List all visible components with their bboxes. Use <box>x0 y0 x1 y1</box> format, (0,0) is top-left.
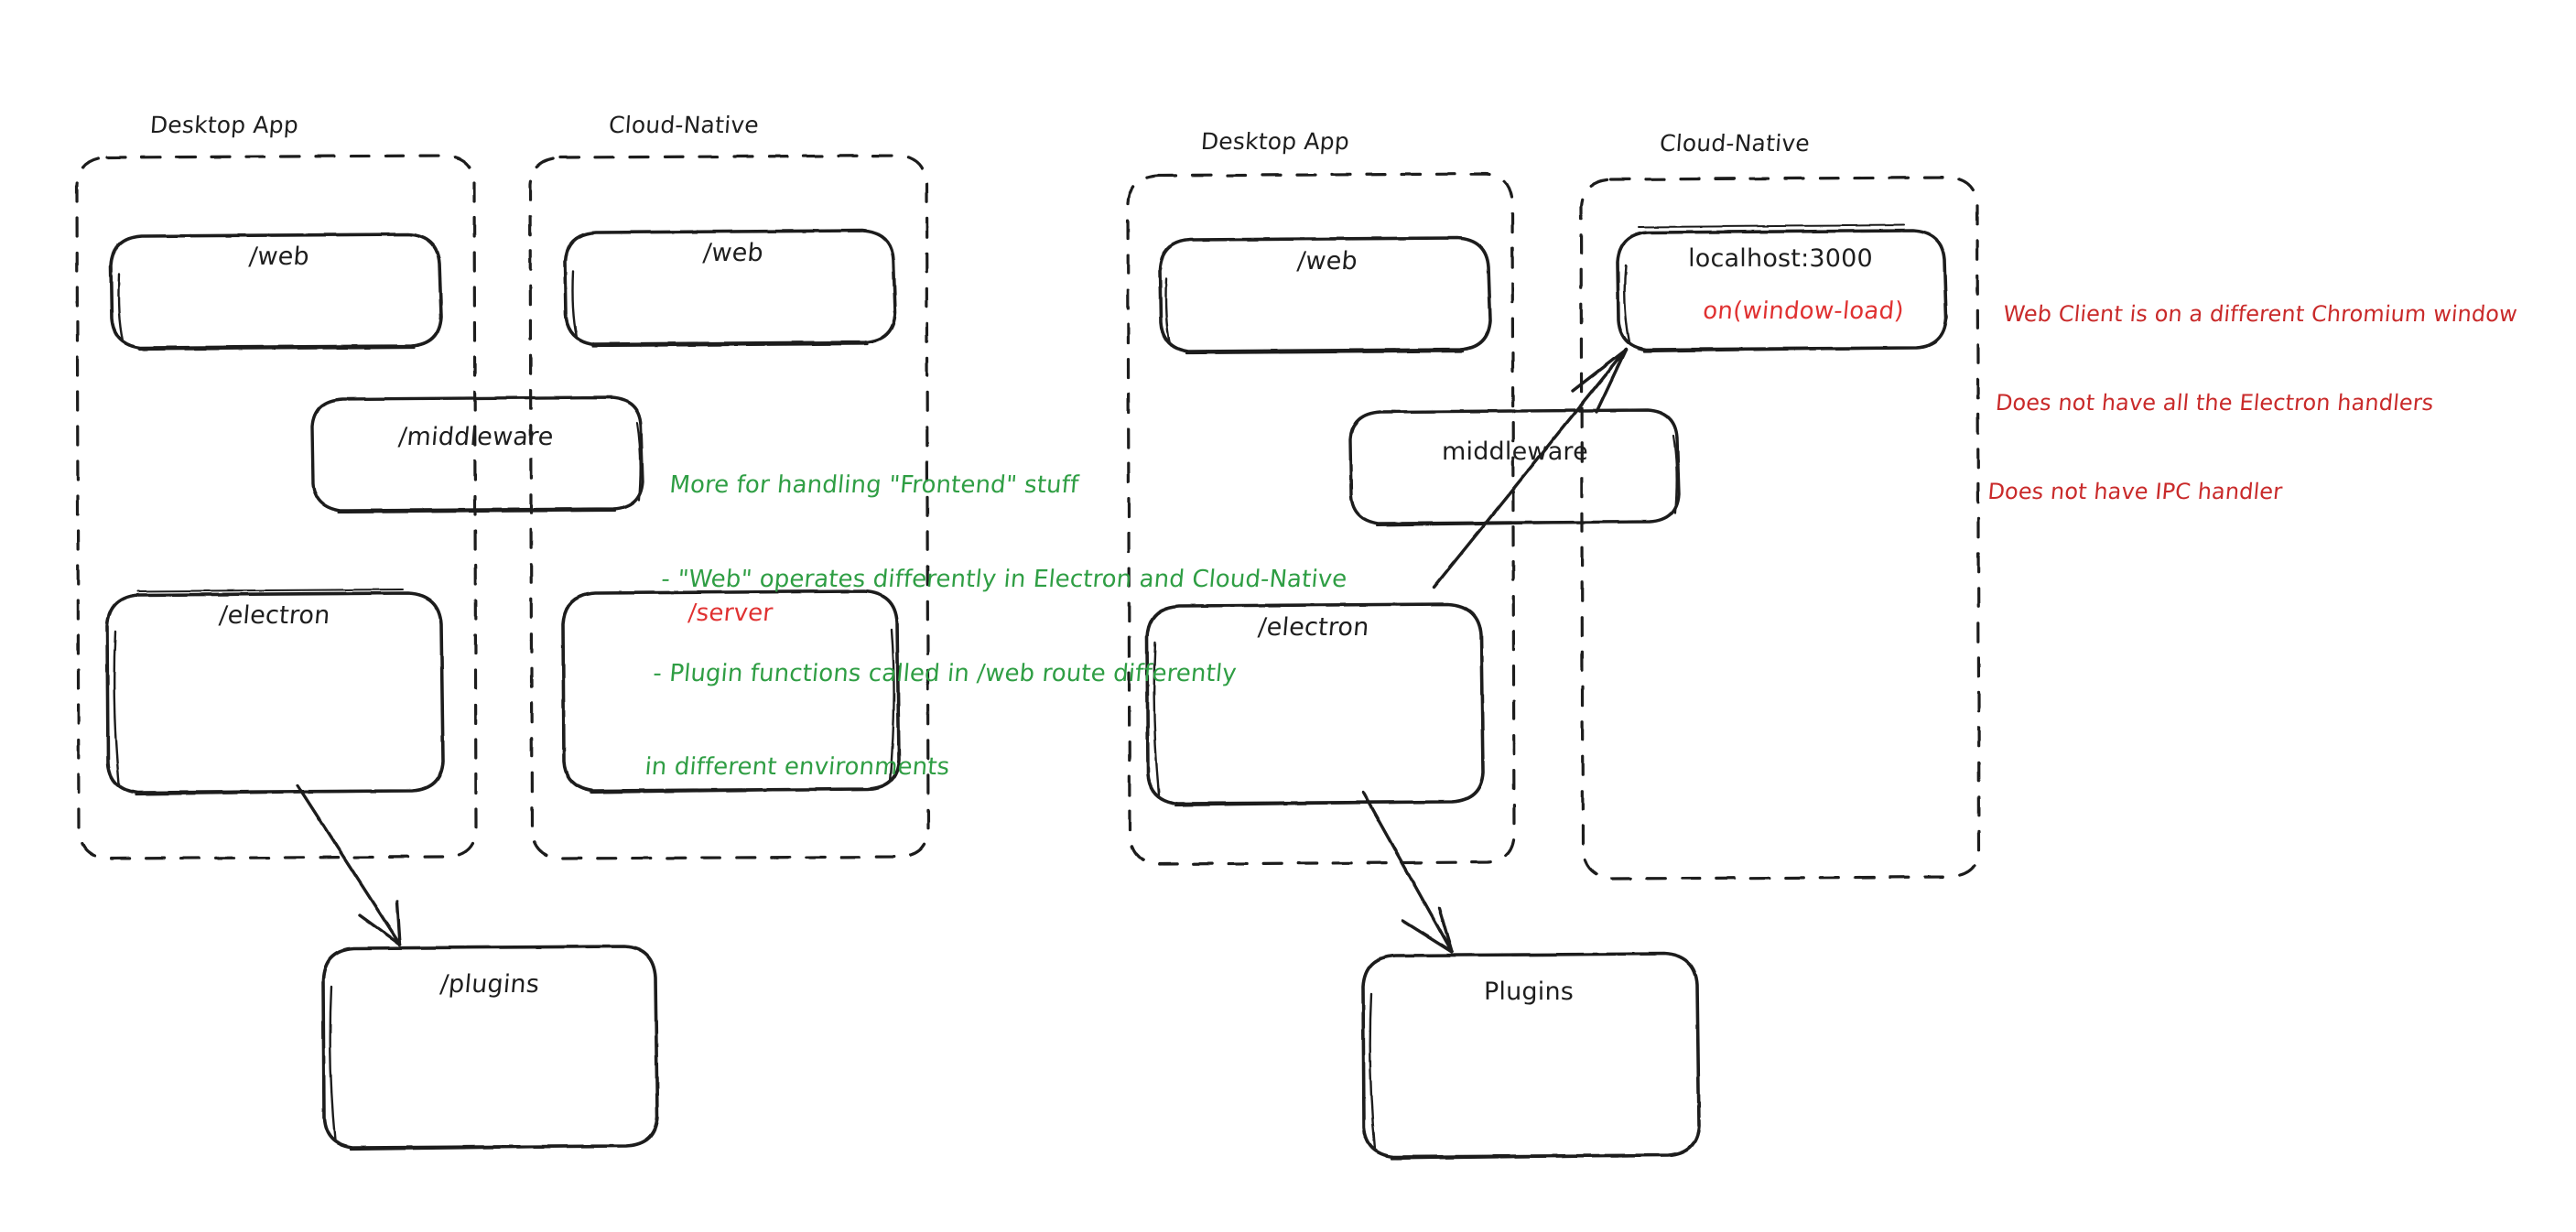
group-title-right-desktop-app: Desktop App <box>1199 128 1351 155</box>
annotation-frontend-line-1: More for handling "Frontend" stuff <box>668 470 1080 499</box>
arrow-right-electron-to-localhost <box>1432 348 1628 589</box>
node-left-middleware-border <box>310 395 644 514</box>
annotation-frontend-line-2: - "Web" operates differently in Electron… <box>660 565 1348 593</box>
annotation-web-client-line-2: Does not have all the Electron handlers <box>1994 389 2435 416</box>
group-title-left-cloud-native: Cloud-Native <box>608 112 760 138</box>
arrow-left-electron-to-plugins <box>296 784 402 946</box>
annotation-web-client-note: Web Client is on a different Chromium wi… <box>1981 240 2524 566</box>
annotation-web-client-line-3: Does not have IPC handler <box>1986 479 2284 505</box>
node-label-right-localhost: localhost:3000 <box>1688 244 1873 273</box>
group-title-right-cloud-native: Cloud-Native <box>1659 130 1811 157</box>
annotation-frontend-note: More for handling "Frontend" stuff - "We… <box>638 406 1362 846</box>
node-sublabel-right-localhost-onload: on(window-load) <box>1702 297 1905 325</box>
node-label-left-cloud-web: /web <box>701 239 765 267</box>
group-right-cloud-native-border <box>1579 176 1981 881</box>
node-label-left-electron: /electron <box>218 601 331 630</box>
node-label-left-desktop-web: /web <box>247 243 311 271</box>
arrow-right-electron-to-plugins <box>1361 791 1454 954</box>
node-label-right-desktop-web: /web <box>1295 247 1359 276</box>
annotation-frontend-line-4: in different environments <box>644 753 951 782</box>
node-label-left-plugins: /plugins <box>438 970 541 999</box>
annotation-frontend-line-3: - Plugin functions called in /web route … <box>652 659 1239 687</box>
node-label-right-middleware: middleware <box>1442 438 1588 466</box>
node-label-right-plugins: Plugins <box>1483 978 1575 1006</box>
group-title-left-desktop-app: Desktop App <box>148 112 300 138</box>
node-right-middleware-border <box>1348 408 1681 527</box>
node-label-left-middleware: /middleware <box>397 423 555 451</box>
annotation-web-client-line-1: Web Client is on a different Chromium wi… <box>2002 300 2519 327</box>
